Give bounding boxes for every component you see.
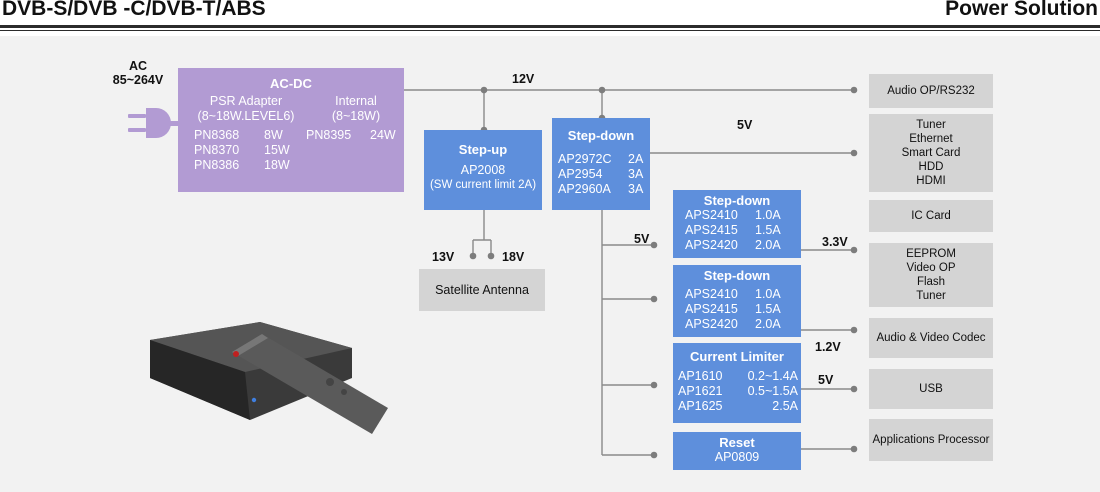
set-top-box-image: [150, 322, 388, 434]
acdc-title: AC-DC: [270, 76, 312, 91]
label-3v3: 3.3V: [822, 235, 848, 249]
label-5v-bus: 5V: [634, 232, 650, 246]
load-app-processor: Applications Processor: [869, 419, 993, 461]
load-usb: USB: [869, 369, 993, 409]
stepup-block: Step-up AP2008 (SW current limit 2A): [424, 130, 542, 210]
acdc-block: AC-DC PSR Adapter(8~18W.LEVEL6) Internal…: [178, 68, 404, 192]
power-plug-icon: [128, 108, 178, 138]
header-rule-thick: [0, 25, 1100, 28]
label-5v-main: 5V: [737, 118, 753, 132]
label-13v: 13V: [432, 250, 455, 264]
header-title: DVB-S/DVB -C/DVB-T/ABS: [2, 0, 266, 20]
load-audio-op: Audio OP/RS232: [869, 74, 993, 108]
reset-block: Reset AP0809: [673, 432, 801, 470]
label-5v-usb: 5V: [818, 373, 834, 387]
label-1v2: 1.2V: [815, 340, 841, 354]
label-12v: 12V: [512, 72, 535, 86]
load-ic-card: IC Card: [869, 200, 993, 232]
header-rule-thin: [0, 30, 1100, 31]
header-subtitle: Power Solution: [945, 0, 1098, 20]
label-18v: 18V: [502, 250, 525, 264]
load-satellite-antenna: Satellite Antenna: [419, 269, 545, 311]
load-codec: Audio & Video Codec: [869, 318, 993, 358]
